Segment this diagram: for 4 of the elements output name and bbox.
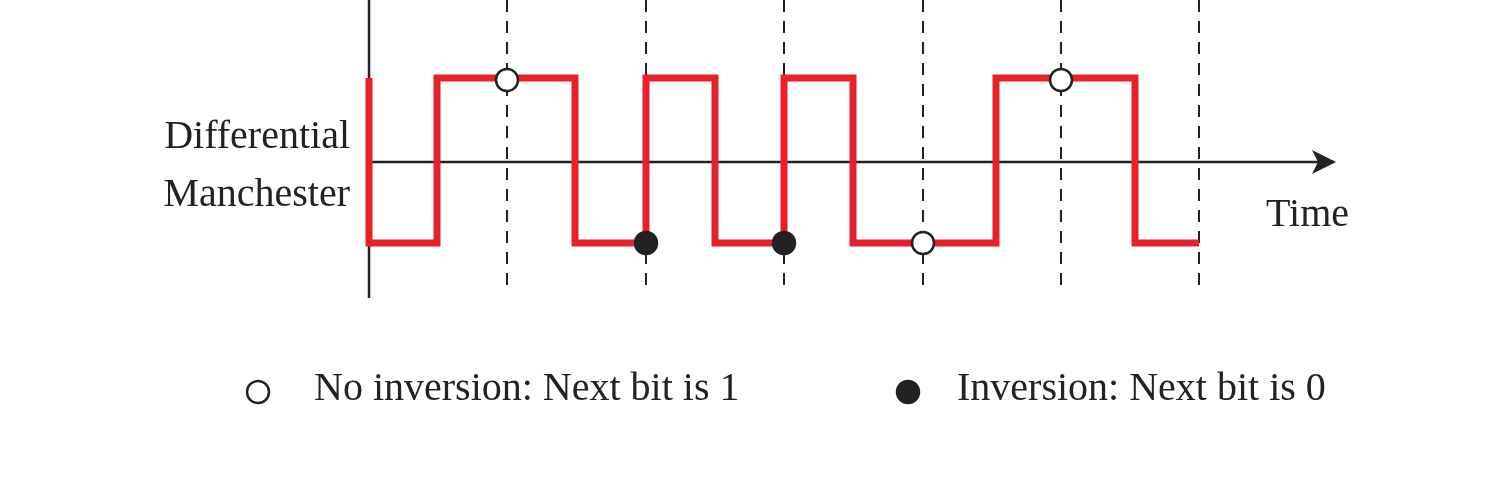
legend-text: Inversion: Next bit is 0 [957,363,1326,411]
legend-text: No inversion: Next bit is 1 [314,363,740,411]
signal-label: Differential Manchester [162,111,350,217]
axis-label: Time [1266,189,1349,237]
